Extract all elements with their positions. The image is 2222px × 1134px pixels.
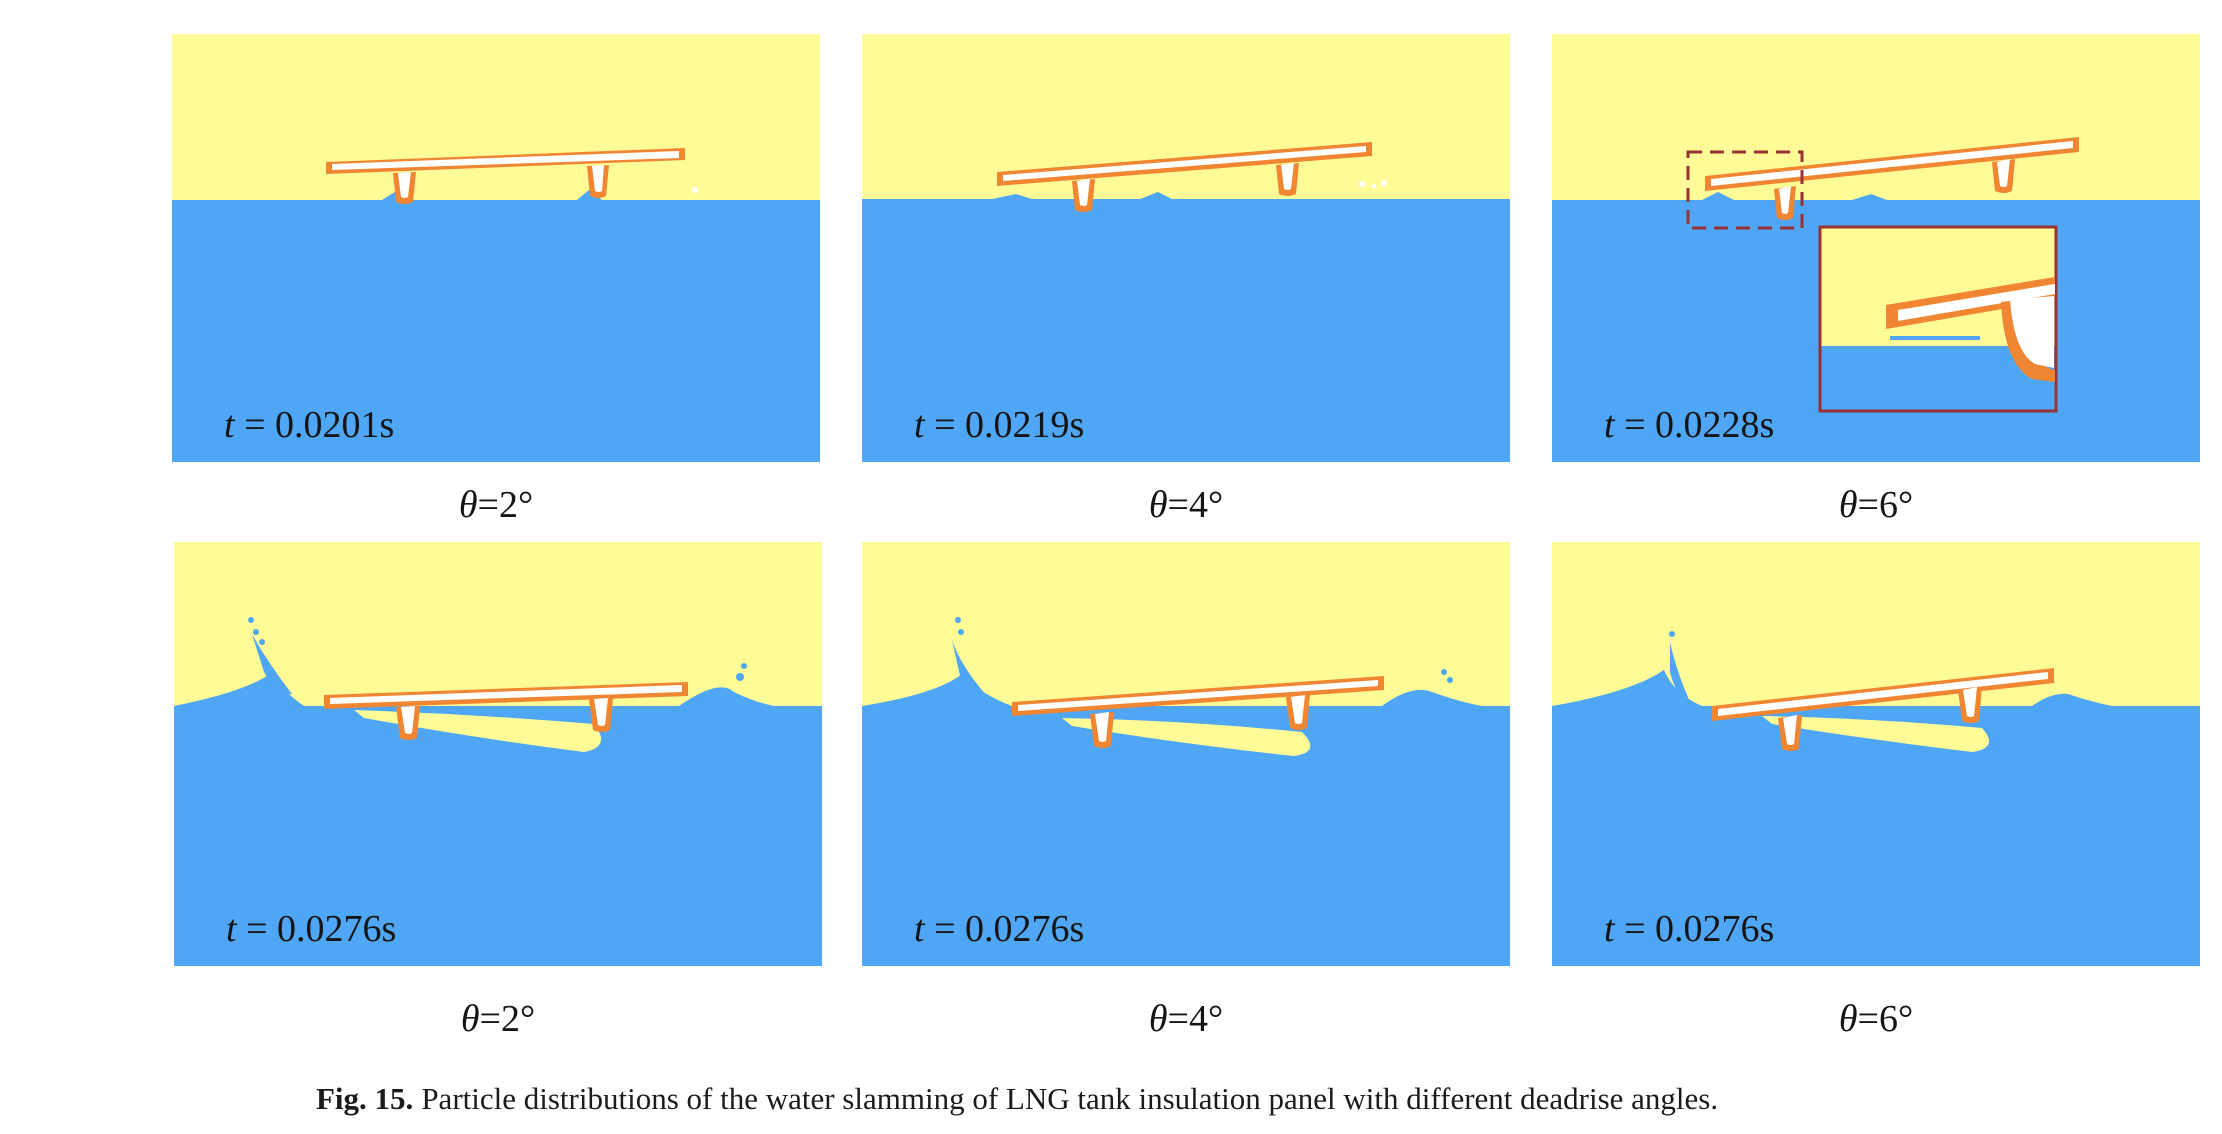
figure-caption: Fig. 15.Particle distributions of the wa…: [316, 1080, 1718, 1117]
particle-distribution-image: [174, 542, 822, 966]
time-label: t = 0.0219s: [914, 404, 1085, 446]
simulation-panel-a: t = 0.0201s: [172, 34, 820, 462]
time-label: t = 0.0201s: [224, 404, 395, 446]
simulation-panel-b: t = 0.0219s: [862, 34, 1510, 462]
time-label: t = 0.0228s: [1604, 404, 1775, 446]
particle-distribution-image: [172, 34, 820, 462]
particle-distribution-image: [1552, 542, 2200, 966]
particle-distribution-image: [1552, 34, 2200, 462]
simulation-panel-e: t = 0.0276s: [862, 542, 1510, 966]
simulation-panel-f: t = 0.0276s: [1552, 542, 2200, 966]
simulation-panel-c: t = 0.0228s: [1552, 34, 2200, 462]
simulation-panel-d: t = 0.0276s: [174, 542, 822, 966]
caption-text: Particle distributions of the water slam…: [421, 1081, 1719, 1116]
angle-label: θ=6°: [1838, 998, 1914, 1040]
angle-label: θ=6°: [1838, 484, 1914, 526]
figure-label: Fig. 15.: [316, 1081, 414, 1116]
angle-label: θ=4°: [1148, 484, 1224, 526]
particle-distribution-image: [862, 542, 1510, 966]
particle-distribution-image: [862, 34, 1510, 462]
time-label: t = 0.0276s: [226, 908, 397, 950]
time-label: t = 0.0276s: [1604, 908, 1775, 950]
angle-label: θ=2°: [458, 484, 534, 526]
angle-label: θ=4°: [1148, 998, 1224, 1040]
time-label: t = 0.0276s: [914, 908, 1085, 950]
angle-label: θ=2°: [460, 998, 536, 1040]
